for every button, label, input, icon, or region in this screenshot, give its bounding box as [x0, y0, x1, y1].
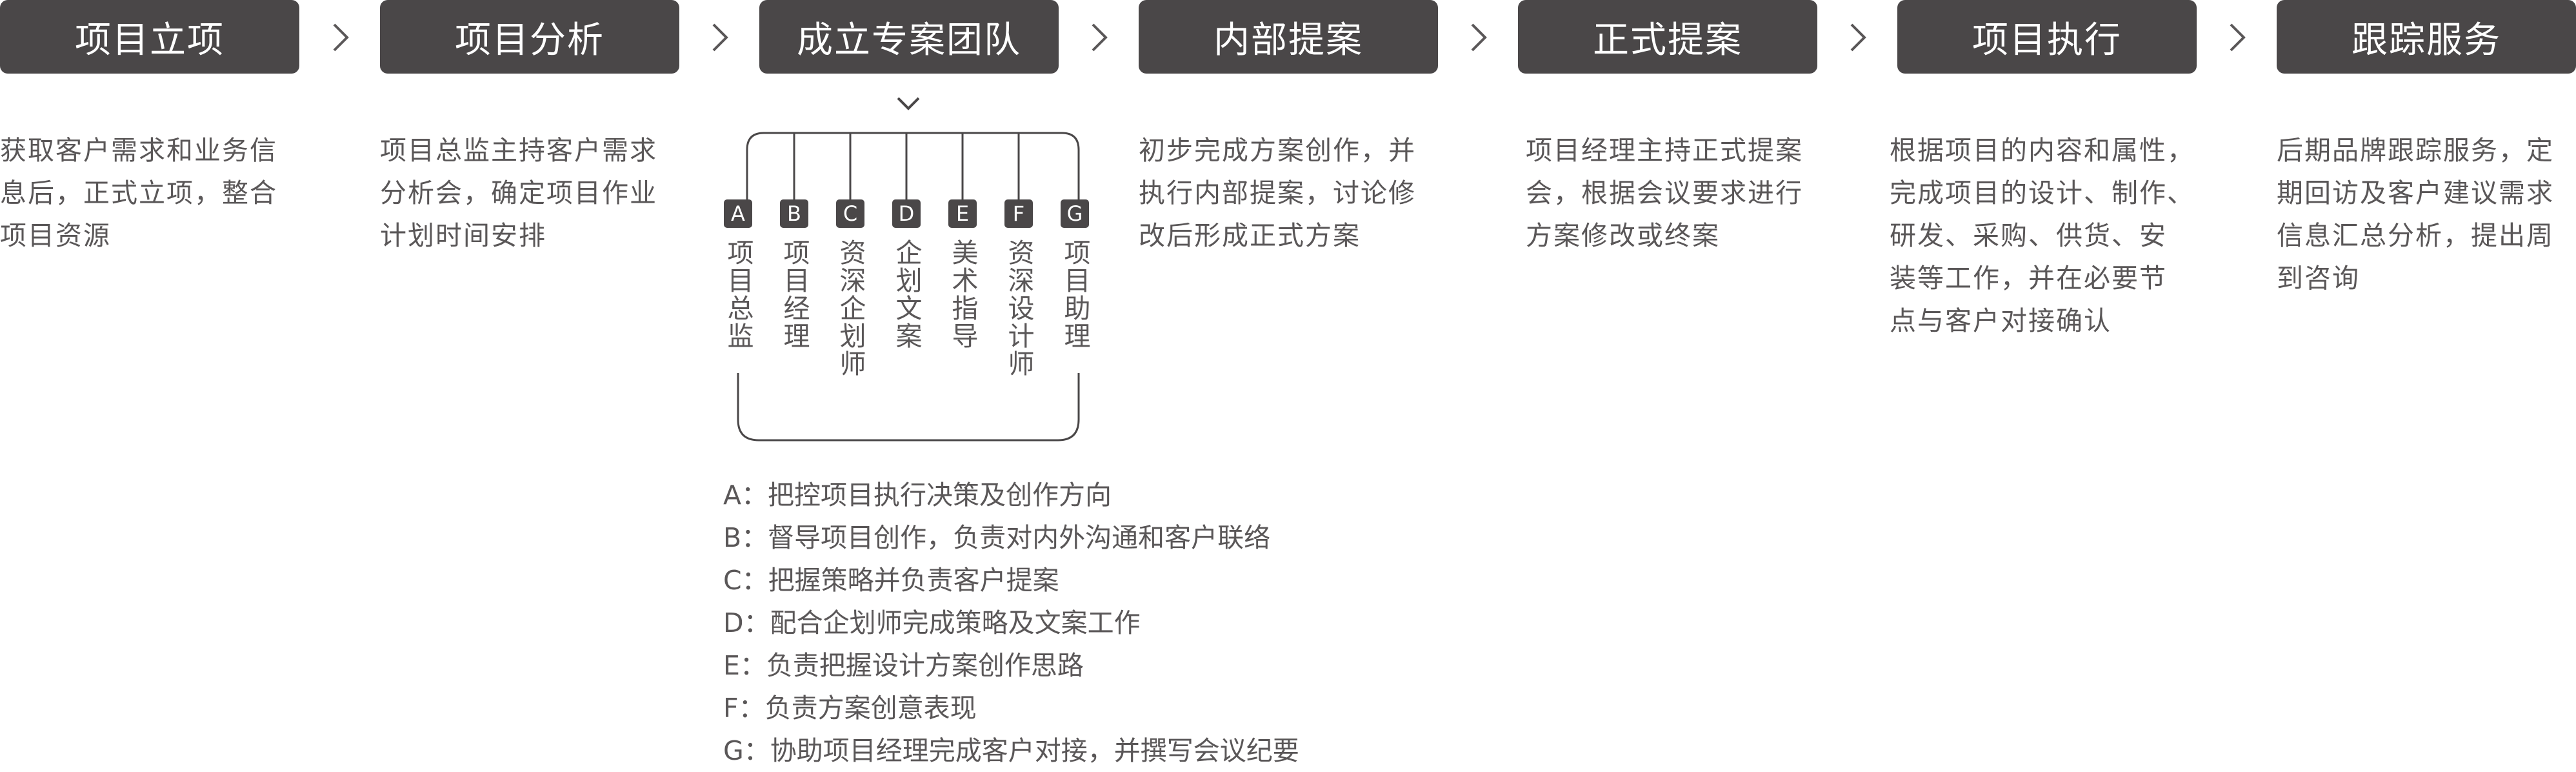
member-role-d: 企划文案	[891, 239, 922, 350]
member-badge-d: D	[892, 199, 921, 228]
step-internal-proposal: 内部提案	[1139, 0, 1438, 74]
member-role-f: 资深设计师	[1003, 239, 1034, 378]
chevron-down-icon	[897, 97, 920, 110]
chevron-right-icon	[712, 23, 728, 52]
duty-item: F：负责方案创意表现	[723, 693, 977, 724]
duty-item: B：督导项目创作，负责对内外沟通和客户联络	[723, 522, 1271, 553]
step-description: 初步完成方案创作，并 执行内部提案，讨论修 改后形成正式方案	[1139, 135, 1416, 251]
duty-item: G：协助项目经理完成客户对接，并撰写会议纪要	[723, 735, 1299, 766]
member-badge-b: B	[780, 199, 808, 228]
member-role-b: 项目经理	[779, 239, 810, 350]
step-description: 根据项目的内容和属性， 完成项目的设计、制作、 研发、采购、供货、安 装等工作，…	[1890, 135, 2195, 336]
member-badge-g: G	[1061, 199, 1089, 228]
step-description: 后期品牌跟踪服务，定 期回访及客户建议需求 信息汇总分析，提出周 到咨询	[2277, 135, 2554, 294]
member-badge-f: F	[1004, 199, 1033, 228]
duty-item: D：配合企划师完成策略及文案工作	[723, 607, 1141, 638]
member-role-g: 项目助理	[1059, 239, 1090, 350]
member-role-c: 资深企划师	[835, 239, 866, 378]
chevron-right-icon	[1850, 23, 1866, 52]
step-project-execution: 项目执行	[1897, 0, 2197, 74]
duty-item: E：负责把握设计方案创作思路	[723, 650, 1084, 681]
step-project-initiation: 项目立项	[0, 0, 299, 74]
member-badge-a: A	[724, 199, 752, 228]
step-form-team: 成立专案团队	[759, 0, 1059, 74]
step-description: 项目经理主持正式提案 会，根据会议要求进行 方案修改或终案	[1526, 135, 1803, 251]
member-badge-e: E	[948, 199, 977, 228]
step-follow-up-service: 跟踪服务	[2277, 0, 2576, 74]
duty-item: A：把控项目执行决策及创作方向	[723, 480, 1112, 511]
step-description: 项目总监主持客户需求 分析会，确定项目作业 计划时间安排	[380, 135, 657, 251]
step-description: 获取客户需求和业务信 息后，正式立项，整合 项目资源	[0, 135, 277, 251]
chevron-right-icon	[2230, 23, 2246, 52]
chevron-right-icon	[1092, 23, 1108, 52]
duty-item: C：把握策略并负责客户提案	[723, 565, 1059, 596]
member-badge-c: C	[836, 199, 864, 228]
chevron-right-icon	[333, 23, 349, 52]
team-bracket	[737, 97, 1080, 442]
member-role-a: 项目总监	[723, 239, 754, 350]
step-project-analysis: 项目分析	[380, 0, 679, 74]
member-role-e: 美术指导	[947, 239, 978, 350]
chevron-right-icon	[1471, 23, 1487, 52]
team-duties-legend: A：把控项目执行决策及创作方向 B：督导项目创作，负责对内外沟通和客户联络 C：…	[723, 474, 1299, 772]
step-formal-proposal: 正式提案	[1518, 0, 1817, 74]
